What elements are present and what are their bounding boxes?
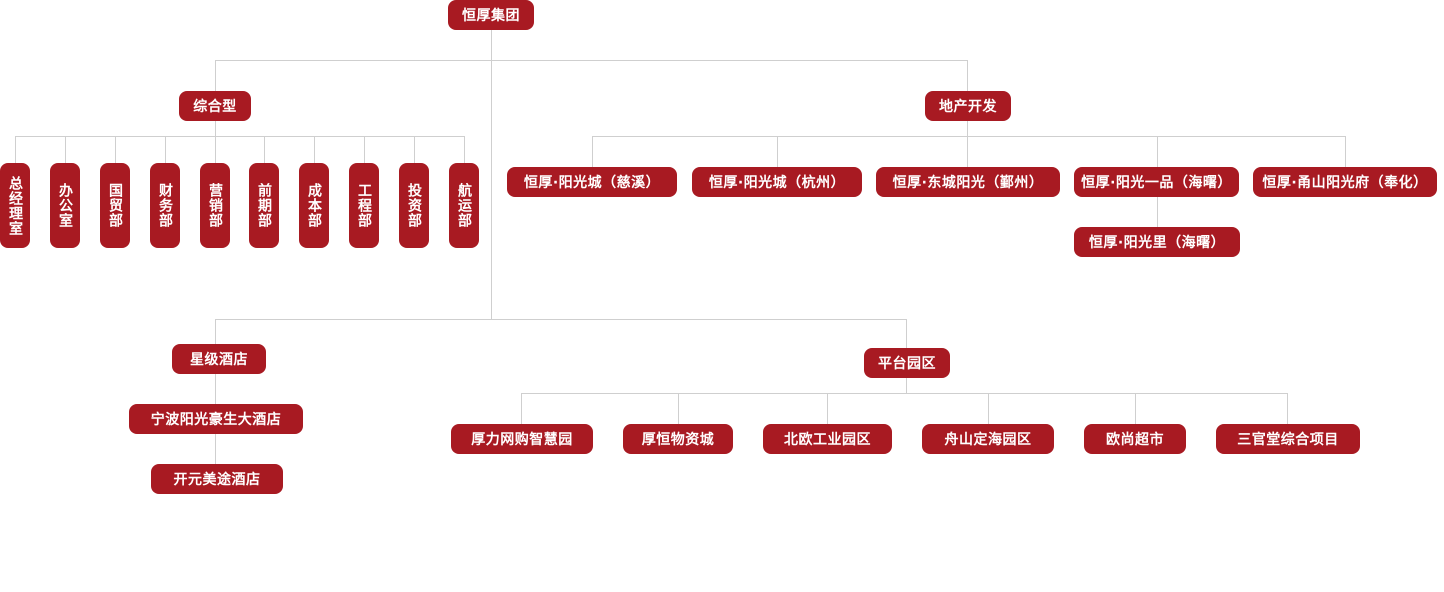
department-node: 工程部 bbox=[349, 163, 379, 248]
connector-line bbox=[906, 377, 907, 393]
connector-line bbox=[1135, 393, 1136, 424]
department-node: 财务部 bbox=[150, 163, 180, 248]
park-node: 厚恒物资城 bbox=[623, 424, 733, 454]
hotel-node: 宁波阳光豪生大酒店 bbox=[129, 404, 303, 434]
connector-line bbox=[1157, 196, 1158, 228]
department-node: 总经理室 bbox=[0, 163, 30, 248]
park-node: 北欧工业园区 bbox=[763, 424, 892, 454]
department-node: 成本部 bbox=[299, 163, 329, 248]
connector-line bbox=[906, 319, 907, 349]
category-general: 综合型 bbox=[179, 91, 251, 121]
sub-project-node: 恒厚·阳光里（海曙） bbox=[1074, 227, 1240, 257]
park-node: 舟山定海园区 bbox=[922, 424, 1054, 454]
project-node: 恒厚·甬山阳光府（奉化） bbox=[1253, 167, 1437, 197]
connector-line bbox=[1157, 136, 1158, 167]
hotel-node: 开元美途酒店 bbox=[151, 464, 283, 494]
connector-line bbox=[364, 136, 365, 164]
connector-line bbox=[215, 120, 216, 136]
department-node: 投资部 bbox=[399, 163, 429, 248]
connector-line bbox=[215, 319, 907, 320]
connector-line bbox=[491, 28, 492, 319]
connector-line bbox=[777, 136, 778, 167]
connector-line bbox=[215, 136, 216, 164]
connector-line bbox=[215, 433, 216, 464]
connector-line bbox=[592, 136, 1346, 137]
connector-line bbox=[15, 136, 465, 137]
connector-line bbox=[592, 136, 593, 167]
project-node: 恒厚·阳光城（慈溪） bbox=[507, 167, 677, 197]
category-hotels: 星级酒店 bbox=[172, 344, 266, 374]
connector-line bbox=[988, 393, 989, 424]
connector-line bbox=[215, 373, 216, 404]
connector-line bbox=[314, 136, 315, 164]
connector-line bbox=[464, 136, 465, 164]
connector-line bbox=[215, 60, 968, 61]
connector-line bbox=[967, 136, 968, 167]
connector-line bbox=[414, 136, 415, 164]
project-node: 恒厚·阳光城（杭州） bbox=[692, 167, 862, 197]
category-realestate: 地产开发 bbox=[925, 91, 1011, 121]
department-node: 前期部 bbox=[249, 163, 279, 248]
project-node: 恒厚·东城阳光（鄞州） bbox=[876, 167, 1060, 197]
connector-line bbox=[678, 393, 679, 424]
park-node: 三官堂综合项目 bbox=[1216, 424, 1360, 454]
connector-line bbox=[65, 136, 66, 164]
department-node: 办公室 bbox=[50, 163, 80, 248]
park-node: 欧尚超市 bbox=[1084, 424, 1186, 454]
connector-line bbox=[115, 136, 116, 164]
department-node: 营销部 bbox=[200, 163, 230, 248]
connector-line bbox=[1287, 393, 1288, 424]
connector-line bbox=[521, 393, 1288, 394]
park-node: 厚力网购智慧园 bbox=[451, 424, 593, 454]
connector-line bbox=[165, 136, 166, 164]
category-parks: 平台园区 bbox=[864, 348, 950, 378]
connector-line bbox=[215, 60, 216, 92]
department-node: 国贸部 bbox=[100, 163, 130, 248]
connector-line bbox=[967, 60, 968, 92]
connector-line bbox=[521, 393, 522, 424]
connector-line bbox=[827, 393, 828, 424]
root-node: 恒厚集团 bbox=[448, 0, 534, 30]
department-node: 航运部 bbox=[449, 163, 479, 248]
connector-line bbox=[1345, 136, 1346, 167]
connector-line bbox=[215, 319, 216, 345]
project-node: 恒厚·阳光一品（海曙） bbox=[1074, 167, 1239, 197]
connector-line bbox=[967, 120, 968, 136]
connector-line bbox=[264, 136, 265, 164]
connector-line bbox=[15, 136, 16, 164]
